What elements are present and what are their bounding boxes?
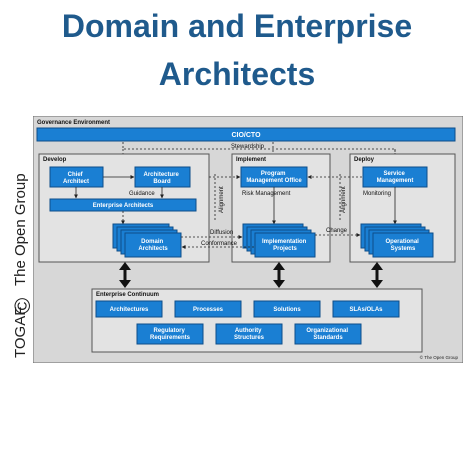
chief-architect-label: Chief Architect <box>63 172 89 185</box>
processes-box <box>174 300 242 318</box>
implement-label: Implement <box>236 157 266 163</box>
slas-olas-box <box>332 300 400 318</box>
pmo-box <box>240 166 308 188</box>
open-group-copyright: © The Open Group <box>420 354 459 360</box>
deploy-label: Deploy <box>354 157 375 163</box>
operational-systems-line-2: Systems <box>391 246 416 252</box>
implementation-projects-label: Implementation Projects <box>262 239 308 252</box>
change-label: Change <box>326 228 348 234</box>
guidance-label: Guidance <box>129 191 155 197</box>
operational-systems-label: Operational Systems <box>385 239 420 252</box>
double-arrow-deploy <box>371 262 383 288</box>
page-title-line-1: Domain and Enterprise <box>61 8 413 44</box>
processes-label: Processes <box>193 307 224 313</box>
pmo-label: Program Management Office <box>246 171 302 184</box>
diffusion-label: Diffusion <box>210 230 233 236</box>
pmo-line-2: Management Office <box>246 178 302 184</box>
architecture-diagram: Governance Environment CIO/CTO Stewardsh… <box>33 116 463 363</box>
domain-architects-label: Domain Architects <box>138 239 168 252</box>
risk-management-label: Risk Management <box>242 191 291 197</box>
organizational-standards-box <box>294 323 362 345</box>
double-arrow-develop <box>119 262 131 288</box>
organizational-standards-line-2: Standards <box>313 335 343 341</box>
implementation-projects-line-1: Implementation <box>262 239 307 245</box>
conformance-label: Conformance <box>201 241 238 247</box>
organizational-standards-line-1: Organizational <box>306 328 348 334</box>
architecture-board-line-2: Board <box>153 179 171 185</box>
pmo-line-1: Program <box>261 171 286 177</box>
regulatory-requirements-line-2: Requirements <box>150 335 191 341</box>
alignment-right-label: Alignment <box>341 186 347 213</box>
cio-cto-bar <box>36 127 456 142</box>
implementation-projects-line-2: Projects <box>273 246 297 252</box>
side-brand: TOGAF <box>12 306 29 358</box>
solutions-box <box>253 300 321 318</box>
regulatory-requirements-box <box>136 323 204 345</box>
authority-structures-label: Authority Structures <box>234 328 265 341</box>
chief-architect-line-2: Architect <box>63 179 89 185</box>
domain-architects-box <box>124 232 182 258</box>
side-org: The Open Group <box>12 173 29 286</box>
cio-cto-label: CIO/CTO <box>231 132 261 139</box>
develop-label: Develop <box>43 157 67 163</box>
governance-label: Governance Environment <box>37 120 110 126</box>
slas-olas-label: SLAs/OLAs <box>349 307 383 313</box>
double-arrow-implement <box>273 262 285 288</box>
authority-structures-line-1: Authority <box>235 328 262 334</box>
service-management-box <box>362 166 428 188</box>
implementation-projects-box <box>254 232 316 258</box>
domain-architects-line-2: Architects <box>138 246 168 252</box>
monitoring-label: Monitoring <box>363 191 391 197</box>
service-management-label: Service Management <box>377 171 414 184</box>
alignment-left-label: Alignment <box>219 186 225 213</box>
regulatory-requirements-label: Regulatory Requirements <box>150 328 191 341</box>
architecture-board-box <box>134 166 191 188</box>
page-title-line-2: Architects <box>158 56 316 92</box>
architectures-label: Architectures <box>110 307 149 313</box>
enterprise-continuum-label: Enterprise Continuum <box>96 292 159 298</box>
architecture-board-label: Architecture Board <box>143 172 180 185</box>
organizational-standards-label: Organizational Standards <box>306 328 349 341</box>
regulatory-requirements-line-1: Regulatory <box>153 328 185 334</box>
architecture-board-line-1: Architecture <box>143 172 179 178</box>
operational-systems-box <box>372 232 434 258</box>
stewardship-label: Stewardship <box>231 144 265 150</box>
operational-systems-line-1: Operational <box>385 239 419 245</box>
solutions-label: Solutions <box>273 307 301 313</box>
architectures-box <box>95 300 163 318</box>
service-management-line-1: Service <box>383 171 405 177</box>
authority-structures-box <box>215 323 283 345</box>
enterprise-architects-label: Enterprise Architects <box>93 203 154 209</box>
service-management-line-2: Management <box>377 178 414 184</box>
authority-structures-line-2: Structures <box>234 335 265 341</box>
domain-architects-line-1: Domain <box>141 239 163 245</box>
chief-architect-line-1: Chief <box>68 172 84 178</box>
